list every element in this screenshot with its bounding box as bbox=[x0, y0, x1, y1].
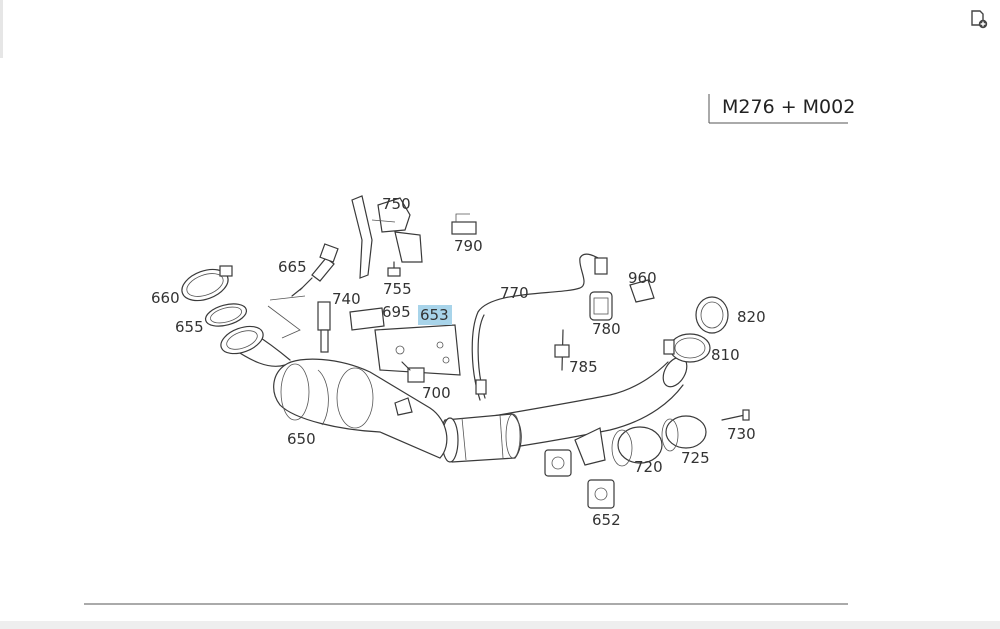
left-edge-strip bbox=[0, 0, 3, 58]
part-labels: 650 652 653 655 660 665 695 700 720 725 … bbox=[151, 195, 766, 529]
model-title: M276 + M002 bbox=[722, 96, 855, 118]
selected-part-highlight bbox=[418, 305, 452, 325]
part-drawings bbox=[181, 195, 750, 509]
part-label-770[interactable]: 770 bbox=[500, 284, 529, 302]
part-label-750[interactable]: 750 bbox=[382, 195, 411, 213]
part-label-653[interactable]: 653 bbox=[420, 306, 449, 324]
document-add-icon bbox=[971, 10, 988, 29]
part-label-650[interactable]: 650 bbox=[287, 430, 316, 448]
part-label-740[interactable]: 740 bbox=[332, 290, 361, 308]
part-label-660[interactable]: 660 bbox=[151, 289, 180, 307]
part-label-785[interactable]: 785 bbox=[569, 358, 598, 376]
part-label-700[interactable]: 700 bbox=[422, 384, 451, 402]
part-label-780[interactable]: 780 bbox=[592, 320, 621, 338]
part-label-725[interactable]: 725 bbox=[681, 449, 710, 467]
part-label-820[interactable]: 820 bbox=[737, 308, 766, 326]
part-label-730[interactable]: 730 bbox=[727, 425, 756, 443]
part-label-695[interactable]: 695 bbox=[382, 303, 411, 321]
part-label-810[interactable]: 810 bbox=[711, 346, 740, 364]
bottom-scroll-area bbox=[0, 621, 1000, 629]
part-label-652[interactable]: 652 bbox=[592, 511, 621, 529]
part-label-655[interactable]: 655 bbox=[175, 318, 204, 336]
part-label-665[interactable]: 665 bbox=[278, 258, 307, 276]
part-label-790[interactable]: 790 bbox=[454, 237, 483, 255]
part-label-755[interactable]: 755 bbox=[383, 280, 412, 298]
add-to-list-button[interactable] bbox=[966, 6, 992, 32]
part-label-960[interactable]: 960 bbox=[628, 269, 657, 287]
model-title-box: M276 + M002 bbox=[708, 94, 855, 124]
part-label-720[interactable]: 720 bbox=[634, 458, 663, 476]
